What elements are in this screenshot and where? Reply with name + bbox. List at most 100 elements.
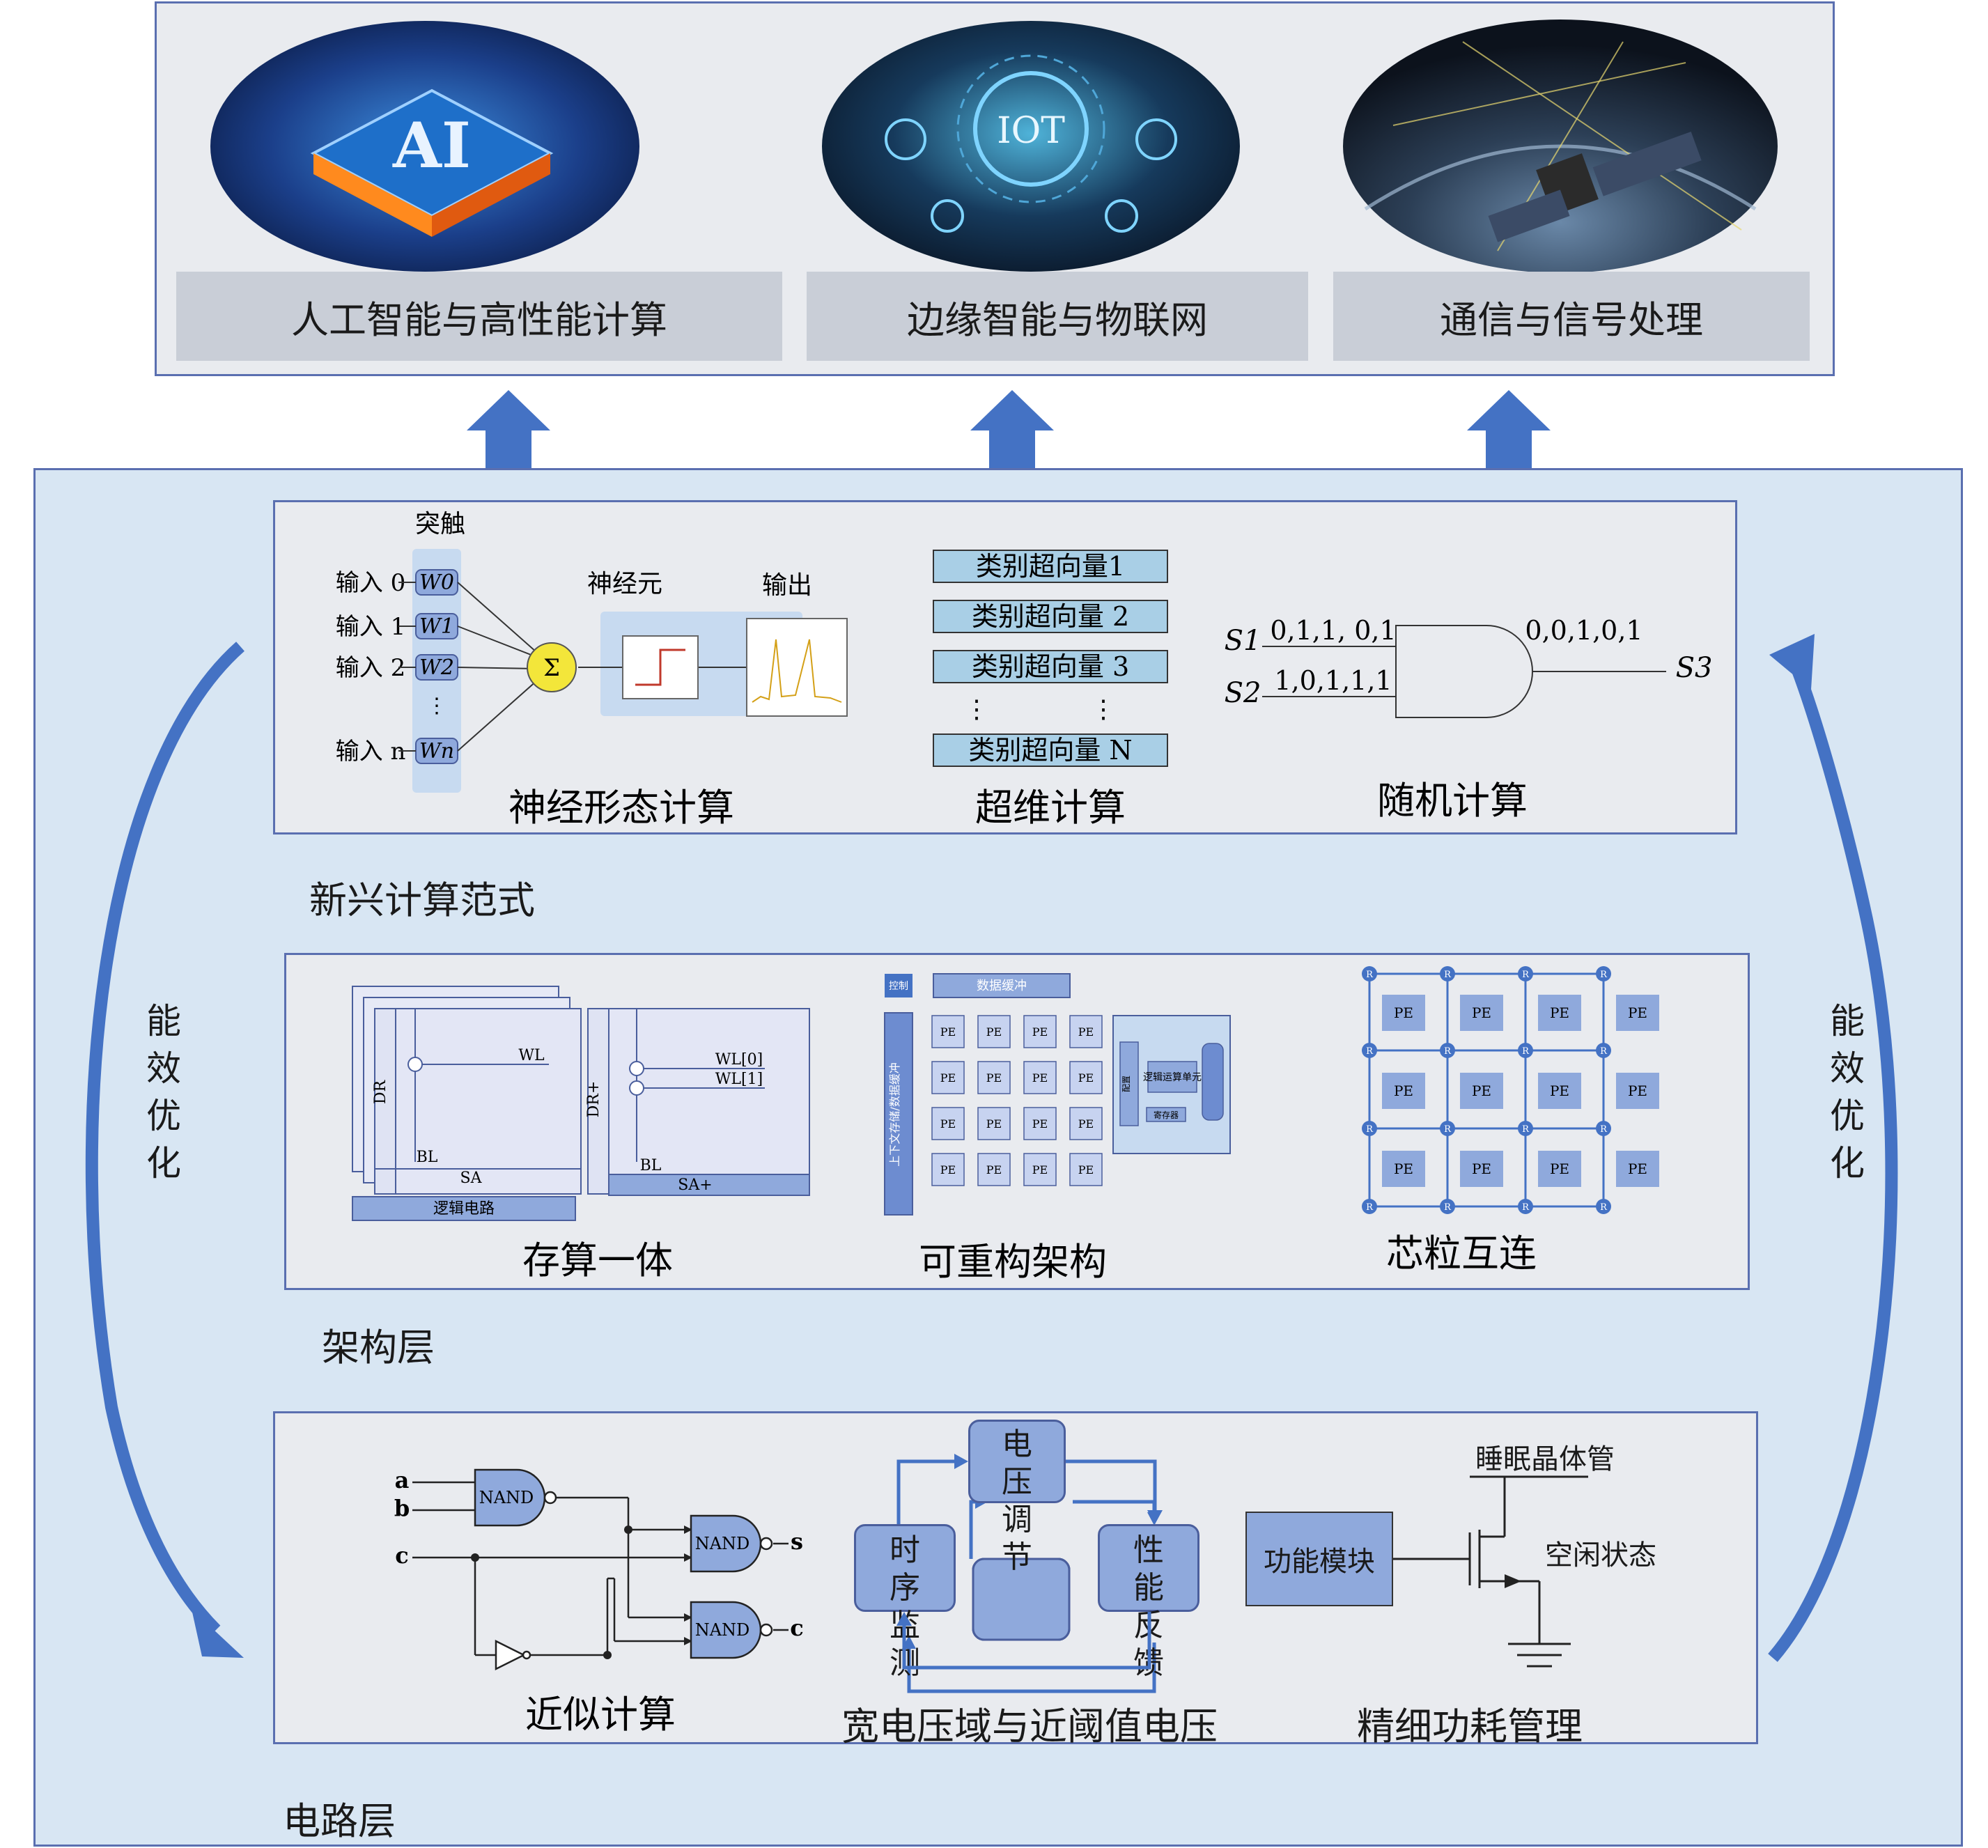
weight-2: W2 [419,655,454,680]
router-label: R [1522,1124,1530,1135]
router-node [1440,1043,1455,1058]
pe-label: PE [986,1071,1002,1085]
output-plot [746,618,848,717]
router-node [1440,966,1455,981]
reconfig-buffer: 数据缓冲 [977,979,1027,993]
chiplet-pe [1616,995,1659,1031]
chiplet-pe [1460,995,1503,1031]
cim-title: 存算一体 [522,1239,673,1282]
chiplet-pe-label: PE [1550,1004,1569,1021]
router-label: R [1444,1046,1452,1057]
architecture-layer-title: 架构层 [322,1326,435,1369]
pe-cell [1023,1153,1057,1186]
neuromorphic-title: 神经形态计算 [508,786,734,830]
pe-cell [931,1061,965,1094]
pe-cell [977,1153,1011,1186]
hyperdimensional-diagram: 类别超向量1 类别超向量 2 类别超向量 3 类别超向量 N ⋮ ⋮ 超维计算 [933,550,1168,830]
router-node [1362,966,1377,981]
weight-1: W1 [419,614,454,639]
weight-boxes: W0 W1 W2 Wn ⋮ [415,569,458,764]
right-curve-arrow [1768,666,1898,1662]
pe-label: PE [940,1071,956,1085]
cim-sa: SA [460,1170,483,1187]
reconfig-alu: 逻辑运算单元 [1143,1072,1202,1083]
chiplet-pe [1538,1151,1581,1187]
chiplet-pe [1382,1151,1425,1187]
nand-gates [474,1468,773,1671]
class-vector-2: 类别超向量 2 [972,601,1129,632]
voltage-adjust-node-box: 电压调节 [968,1420,1066,1575]
input-c: c [395,1542,408,1569]
chiplet-pe [1616,1151,1659,1187]
nand-label-1: NAND [479,1488,534,1507]
pe-cell [1023,1015,1057,1048]
stochastic-diagram: S1 0,1,1, 0,1 S2 1,0,1,1,1 0,0,1,0,1 S3 … [1225,615,1713,823]
reconfig-ctx: 上下文存储/数据缓冲 [888,1062,901,1166]
pe-label: PE [1078,1163,1094,1177]
router-node [1362,1199,1377,1214]
approx-diagram [412,1481,789,1656]
input-0: 输入 0 [336,569,405,597]
router-node [1440,1199,1455,1214]
up-arrow-1 [467,390,550,479]
vector-dots-right: ⋮ [1091,695,1116,724]
chiplet-pe [1382,1073,1425,1109]
router-node [1596,1121,1611,1136]
circuit-layer-title: 电路层 [283,1799,396,1843]
cim-dr-plus: DR+ [585,1081,603,1118]
router-label: R [1522,1046,1530,1057]
cim-labels: WL BL SA DR 逻辑电路 WL[0] WL[1] BL SA+ DR+ … [372,1047,763,1282]
chiplet-pe-label: PE [1628,1082,1647,1099]
neuron-label: 神经元 [587,570,662,598]
app-label-comm: 通信与信号处理 [1333,272,1810,361]
input-a: a [395,1467,410,1493]
pe-cell [977,1061,1011,1094]
synapse-label: 突触 [415,510,465,538]
chiplet-pe-label: PE [1394,1082,1413,1099]
nand-label-3: NAND [695,1620,750,1640]
iot-image: IOT [822,21,1240,272]
s3-bits: 0,0,1,0,1 [1525,615,1643,646]
reconfig-ctrl: 控制 [889,981,908,992]
chiplet-pe-label: PE [1394,1160,1413,1177]
pe-cell [931,1015,965,1048]
paradigm-layer-title: 新兴计算范式 [309,878,535,922]
s2-bits: 1,0,1,1,1 [1274,665,1392,696]
application-images: AI IOT [210,20,1778,273]
class-vector-1: 类别超向量1 [976,551,1125,582]
left-side-label: 能效优化 [146,1001,181,1183]
pe-label: PE [986,1163,1002,1177]
pe-label: PE [986,1025,1002,1039]
pe-label: PE [1032,1025,1048,1039]
chiplet-pe [1460,1151,1503,1187]
cim-wl1: WL[1] [715,1071,763,1088]
cim-sa-plus: SA+ [678,1177,712,1194]
vector-dots-left: ⋮ [964,695,989,724]
router-label: R [1600,1046,1608,1057]
input-b: b [394,1495,410,1521]
chiplet-pe-label: PE [1550,1160,1569,1177]
router-label: R [1600,1202,1608,1213]
pe-label: PE [986,1117,1002,1131]
left-curve-arrow [85,642,244,1635]
paradigm-diagrams: 突触 神经元 输出 输入 0 输入 1 输入 2 输入 n W0 W1 W2 W… [336,510,1713,830]
satellite-image [1343,20,1778,273]
weight-n: Wn [419,739,454,763]
cim-logic: 逻辑电路 [433,1200,495,1218]
sleep-transistor-label: 睡眠晶体管 [1475,1443,1615,1475]
ai-chip-text: AI [392,109,471,183]
chiplet-pe-label: PE [1472,1004,1491,1021]
pe-label: PE [1032,1117,1048,1131]
router-label: R [1366,970,1374,980]
hyperdimensional-title: 超维计算 [975,786,1126,830]
chiplet-pe [1538,995,1581,1031]
nand-label-2: NAND [695,1534,750,1553]
pe-cell [1023,1061,1057,1094]
approx-title: 近似计算 [525,1693,676,1737]
pe-cell [1069,1107,1103,1140]
pe-cell [1069,1153,1103,1186]
router-node [1362,1043,1377,1058]
class-vector-3: 类别超向量 3 [972,651,1129,682]
